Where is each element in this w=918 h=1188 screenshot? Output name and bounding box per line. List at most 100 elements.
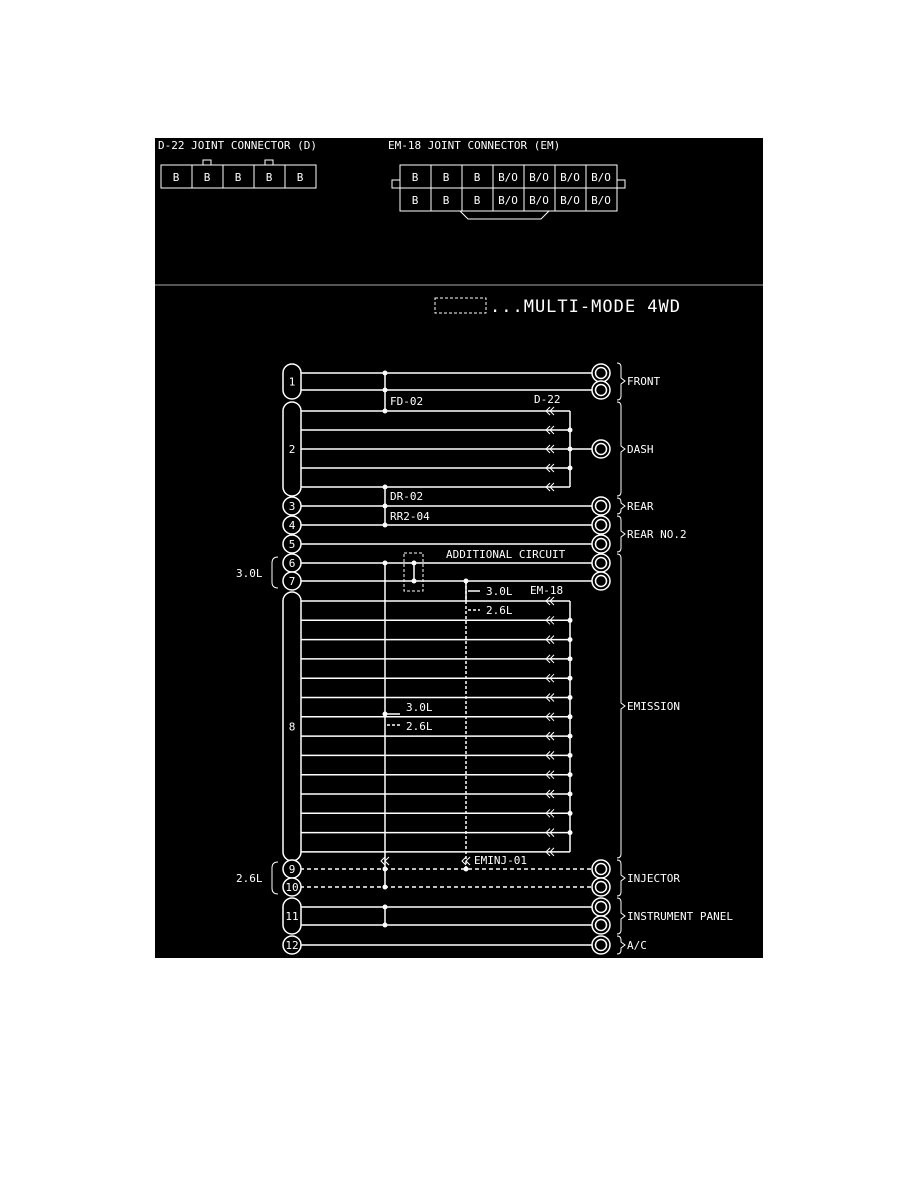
terminal-circle-inner [594,862,608,876]
terminal-circle-inner [594,442,608,456]
em18-latch [616,179,626,189]
junction-dot [382,711,388,717]
junction-dot [382,484,388,490]
d22-cell-label: B [235,171,242,184]
junction-dot [567,695,573,700]
em18-chevron-icon [545,615,555,625]
pin-label: 12 [285,939,298,952]
pin-label: 7 [289,575,296,588]
junction-dot [567,656,573,662]
terminal-circle-inner [594,880,608,894]
em18-cell-label: B/O [498,171,518,184]
terminal-circle [591,877,611,897]
terminal-circle [591,496,611,516]
junction-dot [567,637,573,643]
junction-dot [382,560,388,566]
em18-cell-label: B/O [529,171,549,184]
labels: FD-02 DR-02 RR2-04 EMINJ-01 D-22 EM-18 A… [236,393,566,885]
terminal-circle-inner [594,574,608,588]
terminal-circle [591,553,611,573]
d22-cell-label: B [204,171,211,184]
junction-dot [463,866,469,872]
junction-dot [567,617,573,623]
d22-chevron-icon [545,425,555,435]
d22-latch [202,159,212,166]
group-brace [616,553,626,859]
joint-label-em18: EM-18 [530,584,563,597]
em18-chevron-icon [545,673,555,683]
junction-dot [567,465,573,471]
engine-3-0l-label: 3.0L [236,567,263,580]
group-brace [616,859,626,897]
pin-label: 9 [289,863,296,876]
em18-cell-label: B/O [529,194,549,207]
group-label-dash: DASH [627,443,654,456]
engine-2-6l-label: 2.6L [236,872,263,885]
pin-1 [282,363,302,400]
terminal-circle-inner [594,900,608,914]
em18-cell-label: B [474,194,481,207]
junction-dot [567,733,573,739]
terminal-circle [591,935,611,955]
legend-dashed-box-icon [434,297,487,314]
pin-4 [282,515,302,535]
pin-11 [282,897,302,935]
splice-rr204: RR2-04 [390,510,430,523]
em18-chevron-icon [545,731,555,741]
eminj-chevron-icon [461,856,471,866]
junction-dot [382,370,388,376]
terminal-circle-inner [594,366,608,380]
junction-dot [411,560,417,566]
terminal-circle-inner [594,537,608,551]
terminal-circle [591,571,611,591]
group-label-a-c: A/C [627,939,647,952]
junction-dot [567,830,573,836]
terminal-circle [591,363,611,383]
group-brace [616,362,626,401]
d22-cell-label: B [297,171,304,184]
em18-cell-label: B/O [498,194,518,207]
pin-12 [282,935,302,955]
pin-label: 11 [285,910,298,923]
junction-dot [567,752,573,758]
joint-label-d22: D-22 [534,393,561,406]
diagram-background [155,138,763,958]
junction-dot [567,675,573,681]
em18-chevron-icon [545,693,555,702]
pin-label: 6 [289,557,296,570]
terminal-circle [591,915,611,935]
pin-7 [282,571,302,591]
group-label-rear: REAR [627,500,654,513]
group-label-front: FRONT [627,375,660,388]
junction-dot [567,772,573,778]
d22-chevron-icon [545,463,555,473]
terminal-circle-inner [594,918,608,932]
d22-latch [264,159,274,166]
legend-text: ...MULTI-MODE 4WD [490,297,681,317]
group-label-emission: EMISSION [627,700,680,713]
d22-cell-label: B [266,171,273,184]
em18-chevron-icon [545,751,555,760]
junction-dot [382,904,388,910]
terminal-circle [591,859,611,879]
em18-chevron-icon [545,635,555,644]
em18-key [459,210,550,220]
engine-brace [271,556,279,589]
pin-label: 2 [289,443,296,456]
em18-cell-label: B [443,171,450,184]
d22-cell-label: B [173,171,180,184]
terminal-circle-inner [594,556,608,570]
junction-dot [567,427,573,433]
junction-dot [567,791,573,797]
additional-circuit-box [403,552,424,592]
em18-chevron-icon [545,770,555,780]
em18-cell-label: B [474,171,481,184]
d22-chevron-icon [545,406,555,416]
group-brace [616,935,626,955]
em18-latch [391,179,401,189]
pin-label: 3 [289,500,296,513]
d22-chevron-icon [545,444,555,454]
